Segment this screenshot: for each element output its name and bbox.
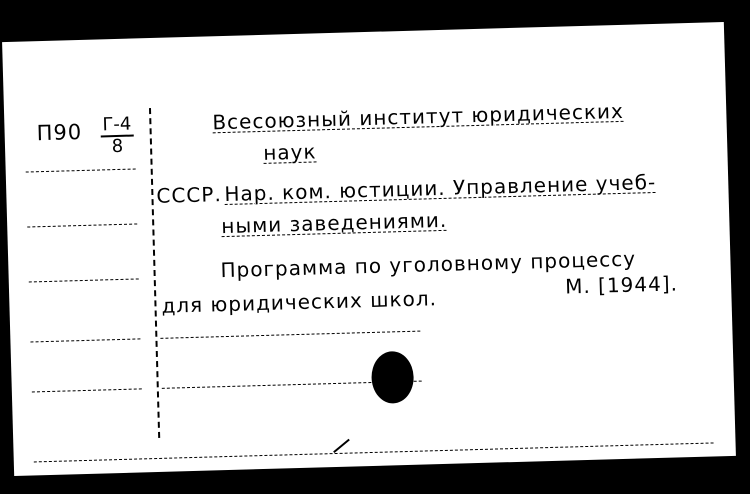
- heading-line-2: наук: [262, 139, 317, 165]
- punch-hole: [370, 350, 415, 404]
- heading-line-3: Нар. ком. юстиции. Управление учеб-: [224, 169, 657, 207]
- catalog-card: П90 Г-4 8 Всесоюзный институт юридически…: [2, 22, 736, 476]
- title-line-2: для юридических школ.: [161, 286, 438, 318]
- imprint: М. [1944].: [564, 271, 679, 299]
- call-number-top: Г-4: [100, 114, 134, 138]
- guide-line: [27, 223, 138, 228]
- heading-line-1: Всесоюзный институт юридических: [212, 98, 625, 135]
- card-margin-line: [148, 107, 163, 438]
- pen-mark: [333, 438, 350, 453]
- guide-line: [33, 442, 714, 463]
- call-number-fraction: Г-4 8: [100, 114, 134, 158]
- heading-line-3-prefix: СССР.: [156, 182, 223, 208]
- guide-line: [28, 278, 139, 283]
- guide-line: [160, 330, 421, 339]
- guide-line: [30, 338, 141, 343]
- heading-line-4: ными заведениями.: [220, 207, 448, 239]
- call-number-prefix: П90: [36, 119, 83, 146]
- guide-line: [25, 168, 136, 173]
- guide-line: [31, 388, 142, 393]
- call-number-bottom: 8: [111, 135, 124, 158]
